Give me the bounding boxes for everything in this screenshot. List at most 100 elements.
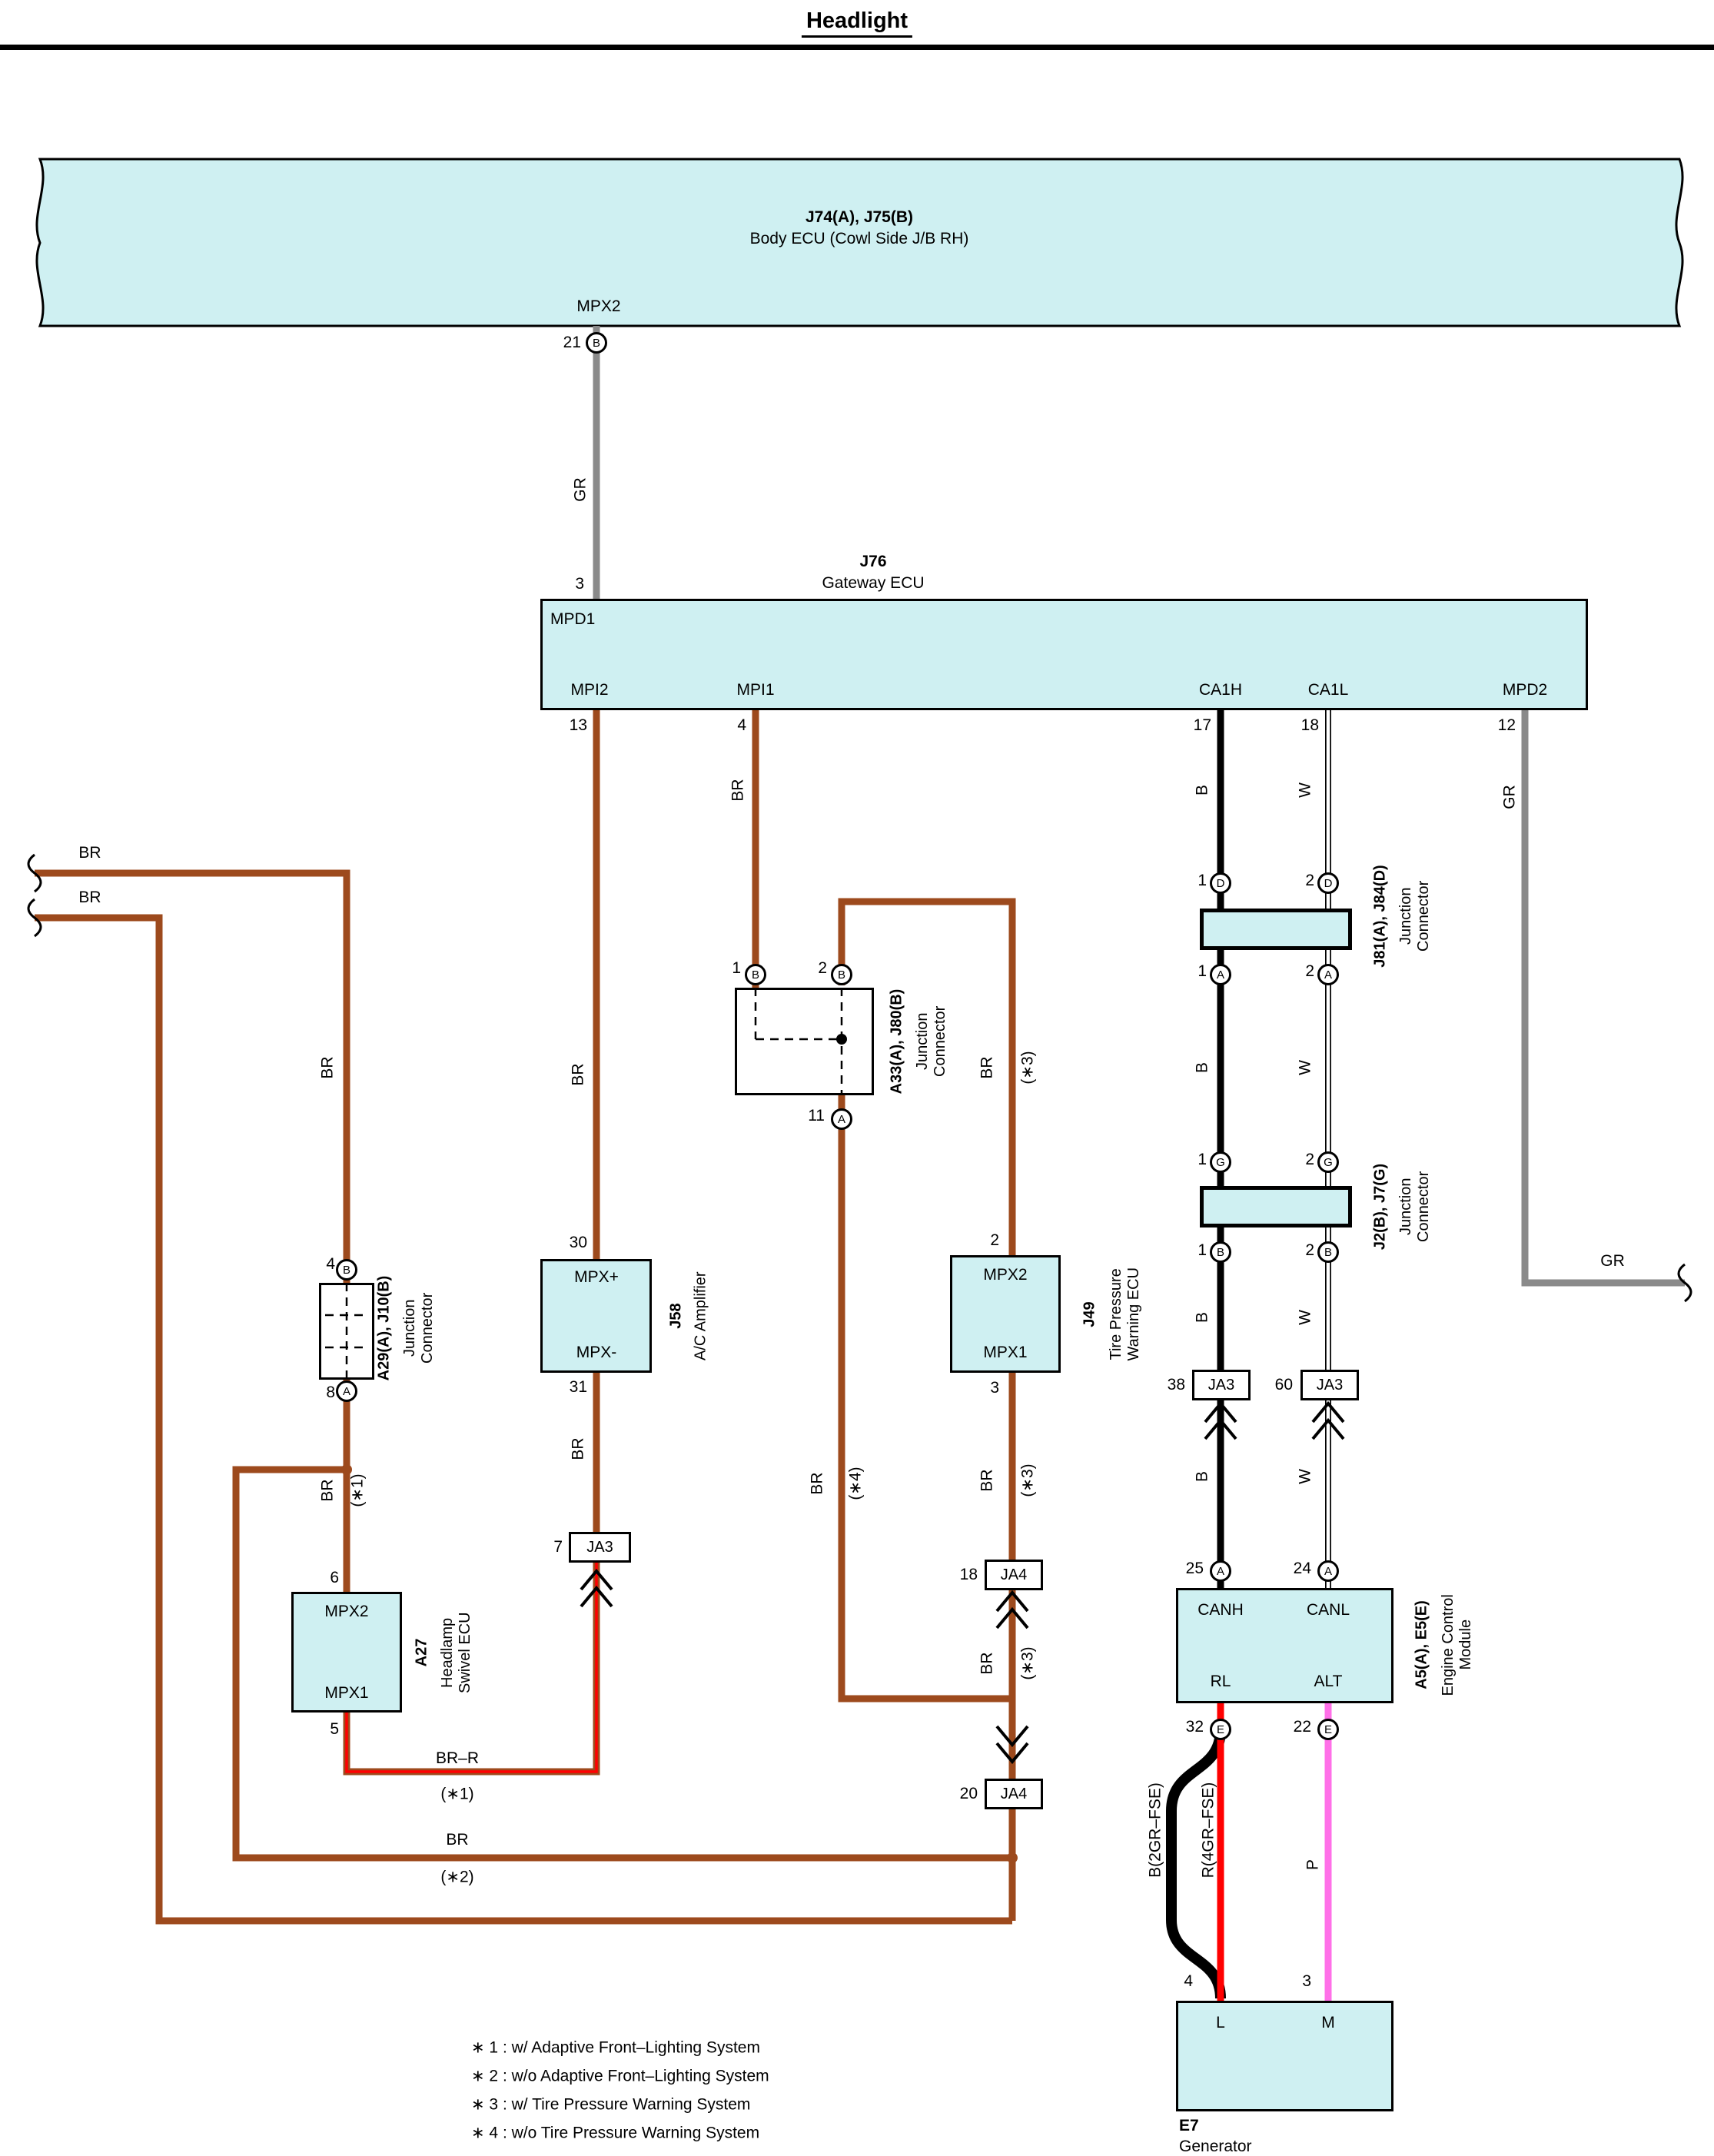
wire-color-label: BR bbox=[729, 779, 747, 802]
wire-br-left-to-a29 bbox=[35, 869, 350, 1285]
gateway-name: Gateway ECU bbox=[822, 574, 925, 592]
pin-letter-circle: B bbox=[745, 964, 766, 985]
a27-name: Headlamp Swivel ECU bbox=[439, 1612, 473, 1693]
pin-letter: A bbox=[1324, 1564, 1332, 1578]
pin-number: 3 bbox=[990, 1379, 999, 1397]
twisted-pair-mark bbox=[995, 1590, 1029, 1629]
footnote-ref: (∗3) bbox=[1018, 1646, 1037, 1680]
pin-number: 21 bbox=[563, 334, 581, 351]
a33-junction-dot bbox=[836, 1034, 847, 1045]
j58-id: J58 bbox=[667, 1303, 685, 1329]
footnote-1: ∗ 1 : w/ Adaptive Front–Lighting System bbox=[471, 2038, 760, 2057]
ecm-sig-canh: CANH bbox=[1197, 1601, 1244, 1619]
pin-number: 22 bbox=[1293, 1718, 1311, 1736]
pin-letter: B bbox=[1324, 1245, 1332, 1259]
ja3-pin60-box: JA3 bbox=[1300, 1370, 1359, 1400]
pin-number: 20 bbox=[959, 1785, 978, 1802]
wire-color-label: BR–R bbox=[435, 1749, 480, 1767]
generator-sig-l: L bbox=[1216, 2014, 1225, 2031]
ja4-label: JA4 bbox=[1000, 1566, 1028, 1583]
pin-letter: A bbox=[1216, 968, 1224, 982]
headlamp-swivel-ecu-box bbox=[291, 1592, 402, 1713]
pin-letter-circle: A bbox=[1317, 1560, 1339, 1582]
wire-br-bypass-2 bbox=[232, 1466, 1012, 1862]
body-ecu-id: J74(A), J75(B) bbox=[805, 208, 914, 226]
twisted-pair-mark bbox=[1204, 1400, 1237, 1440]
ja3-pin7-box: JA3 bbox=[569, 1532, 631, 1563]
gateway-sig-ca1h: CA1H bbox=[1198, 681, 1243, 699]
pin-letter-circle: D bbox=[1317, 872, 1339, 894]
wire-b-2gr-fse bbox=[1166, 1729, 1226, 1999]
a27-id: A27 bbox=[413, 1638, 430, 1667]
j58-sig-top: MPX+ bbox=[574, 1268, 619, 1286]
generator-sig-m: M bbox=[1321, 2014, 1335, 2031]
wire-br-left-bottom bbox=[35, 914, 1012, 1925]
gateway-sig-mpi1: MPI1 bbox=[736, 681, 775, 699]
wire-gr-mpd2 bbox=[1521, 710, 1685, 1287]
ja4-pin18-box: JA4 bbox=[985, 1560, 1043, 1590]
wire-color-label: GR bbox=[571, 477, 590, 502]
wire-color-label: GR bbox=[1500, 785, 1519, 809]
pin-letter-circle: B bbox=[586, 332, 607, 354]
wire-br-a33-j49 bbox=[838, 898, 1016, 1257]
ecm-id: A5(A), E5(E) bbox=[1413, 1600, 1430, 1689]
wire-color-label: BR bbox=[978, 1056, 996, 1079]
j2-id: J2(B), J7(G) bbox=[1371, 1163, 1389, 1251]
pin-number: 1 bbox=[1197, 1151, 1207, 1168]
footnote-4: ∗ 4 : w/o Tire Pressure Warning System bbox=[471, 2124, 760, 2142]
wire-color-label: B bbox=[1193, 784, 1211, 796]
a27-sig-bottom: MPX1 bbox=[324, 1684, 369, 1702]
pin-number: 2 bbox=[818, 959, 827, 977]
pin-number: 8 bbox=[326, 1384, 335, 1401]
pin-letter: A bbox=[1216, 1564, 1224, 1578]
pin-number: 12 bbox=[1497, 716, 1516, 734]
ja3-label: JA3 bbox=[1316, 1376, 1344, 1394]
body-ecu-signal: MPX2 bbox=[576, 297, 621, 315]
wire-color-label: B(2GR–FSE) bbox=[1146, 1782, 1164, 1878]
junction-j2-j7-box bbox=[1200, 1186, 1352, 1227]
ja4-label: JA4 bbox=[1000, 1785, 1028, 1802]
wire-color-label: BR bbox=[318, 1479, 337, 1502]
pin-letter-circle: D bbox=[1210, 872, 1231, 894]
pin-number: 7 bbox=[553, 1538, 563, 1556]
gateway-id: J76 bbox=[859, 553, 887, 570]
footnote-3: ∗ 3 : w/ Tire Pressure Warning System bbox=[471, 2095, 751, 2114]
gateway-ecu-box bbox=[540, 599, 1588, 710]
pin-number: 30 bbox=[569, 1234, 587, 1251]
ja3-label: JA3 bbox=[586, 1538, 613, 1556]
continuation-mark bbox=[1677, 1263, 1692, 1303]
pin-letter: B bbox=[592, 336, 600, 350]
pin-letter: D bbox=[1216, 876, 1225, 890]
twisted-pair-mark bbox=[995, 1725, 1029, 1765]
pin-number: 11 bbox=[808, 1107, 825, 1125]
pin-letter-circle: G bbox=[1210, 1151, 1231, 1173]
pin-number: 25 bbox=[1185, 1560, 1204, 1577]
pin-number: 1 bbox=[1197, 872, 1207, 889]
pin-number: 1 bbox=[1197, 962, 1207, 980]
engine-control-module-box bbox=[1176, 1588, 1393, 1703]
branch-dot bbox=[341, 1464, 352, 1475]
pin-letter: E bbox=[1324, 1722, 1332, 1736]
pin-letter-circle: A bbox=[831, 1108, 852, 1130]
j2-name: Junction Connector bbox=[1397, 1171, 1432, 1243]
title-rule bbox=[0, 45, 1714, 50]
pin-letter-circle: B bbox=[1210, 1241, 1231, 1263]
pin-number: 2 bbox=[990, 1231, 999, 1249]
pin-number: 2 bbox=[1305, 1151, 1314, 1168]
twisted-pair-mark bbox=[1311, 1400, 1345, 1440]
pin-number: 31 bbox=[569, 1378, 587, 1396]
pin-number: 60 bbox=[1274, 1376, 1293, 1394]
j49-id: J49 bbox=[1081, 1301, 1098, 1327]
footnote-ref: (∗3) bbox=[1018, 1051, 1037, 1085]
pin-number: 3 bbox=[575, 575, 584, 593]
pin-letter-circle: B bbox=[336, 1259, 357, 1281]
pin-number: 5 bbox=[330, 1720, 339, 1738]
gateway-sig-mpd1: MPD1 bbox=[550, 610, 596, 628]
wire-color-label: BR bbox=[978, 1652, 996, 1675]
pin-number: 13 bbox=[569, 716, 587, 734]
wire-color-label: BR bbox=[78, 844, 101, 862]
j58-name: A/C Amplifier bbox=[692, 1271, 709, 1360]
j58-sig-bottom: MPX- bbox=[576, 1344, 617, 1361]
pin-number: 32 bbox=[1185, 1718, 1204, 1736]
